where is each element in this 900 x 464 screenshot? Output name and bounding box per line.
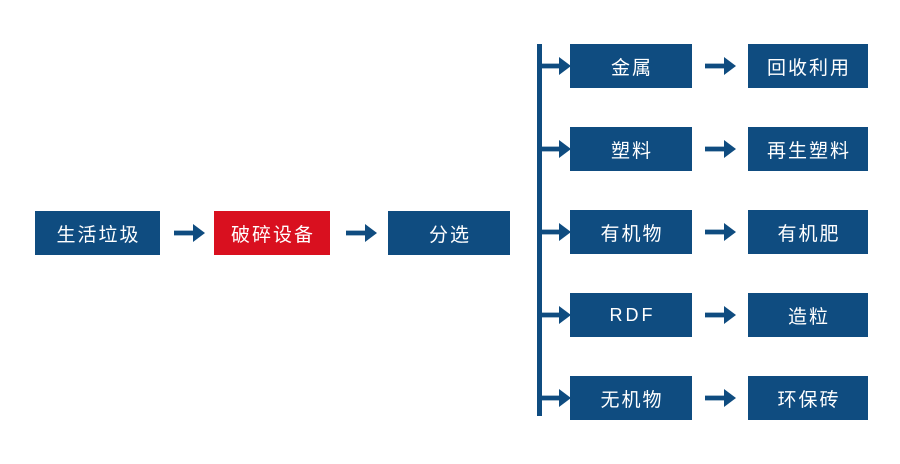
arrow-input-to-crusher [168,211,212,255]
node-sorting: 分选 [388,211,510,255]
node-crusher-label: 破碎设备 [230,224,315,246]
node-material-rdf: RDF [570,293,692,337]
node-material-plastic: 塑料 [570,127,692,171]
node-product-plastic: 再生塑料 [748,127,868,171]
arrow-rdf-to-product [700,293,742,337]
node-product-plastic-label: 再生塑料 [766,140,851,162]
node-product-organic: 有机肥 [748,210,868,254]
node-product-metal-label: 回收利用 [766,57,851,79]
branch-connector-organic [540,210,574,254]
node-crusher: 破碎设备 [214,211,330,255]
node-input-label: 生活垃圾 [56,224,141,246]
node-sorting-label: 分选 [428,224,471,246]
node-material-organic-label: 有机物 [600,223,664,245]
node-product-metal: 回收利用 [748,44,868,88]
arrow-inorganic-to-product [700,376,742,420]
node-product-rdf: 造粒 [748,293,868,337]
node-material-inorganic: 无机物 [570,376,692,420]
node-material-plastic-label: 塑料 [610,140,653,162]
node-material-metal: 金属 [570,44,692,88]
node-material-inorganic-label: 无机物 [600,389,664,411]
node-product-inorganic-label: 环保砖 [777,389,841,411]
node-product-organic-label: 有机肥 [777,223,841,245]
branch-trunk-line [537,44,542,416]
node-input: 生活垃圾 [35,211,160,255]
branch-connector-plastic [540,127,574,171]
arrow-crusher-to-sorting [340,211,384,255]
branch-connector-metal [540,44,574,88]
arrow-metal-to-product [700,44,742,88]
node-material-metal-label: 金属 [610,57,653,79]
node-material-organic: 有机物 [570,210,692,254]
branch-connector-inorganic [540,376,574,420]
node-product-inorganic: 环保砖 [748,376,868,420]
node-material-rdf-label: RDF [609,304,656,325]
branch-connector-rdf [540,293,574,337]
node-product-rdf-label: 造粒 [787,306,830,328]
arrow-plastic-to-product [700,127,742,171]
arrow-organic-to-product [700,210,742,254]
